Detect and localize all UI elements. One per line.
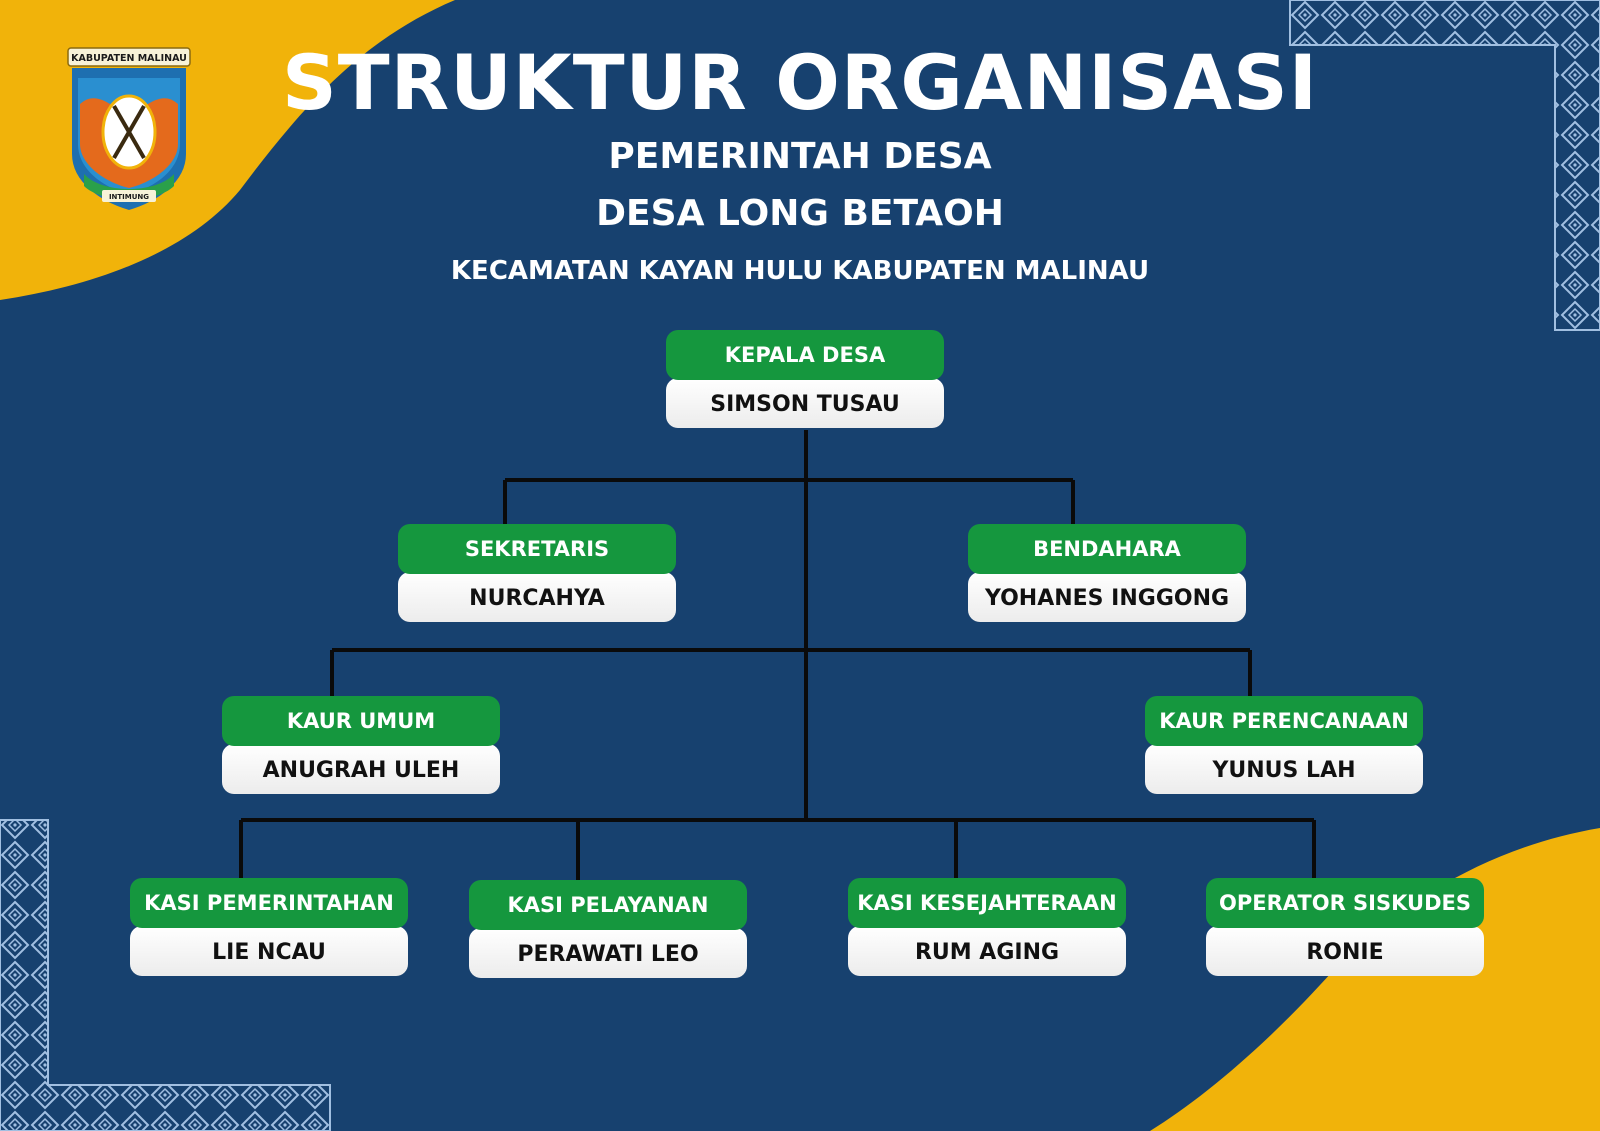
node-role: SEKRETARIS xyxy=(398,524,676,574)
node-kasi-pelayanan: KASI PELAYANAN PERAWATI LEO xyxy=(469,880,747,978)
subtitle-desa-name: DESA LONG BETAOH xyxy=(596,193,1004,234)
node-name: PERAWATI LEO xyxy=(469,928,747,978)
node-name: RUM AGING xyxy=(848,926,1126,976)
node-role: KAUR PERENCANAAN xyxy=(1145,696,1423,746)
node-name: YOHANES INGGONG xyxy=(968,572,1246,622)
node-name: LIE NCAU xyxy=(130,926,408,976)
logo-banner-text: KABUPATEN MALINAU xyxy=(71,53,187,64)
node-name: YUNUS LAH xyxy=(1145,744,1423,794)
node-name: ANUGRAH ULEH xyxy=(222,744,500,794)
node-name: RONIE xyxy=(1206,926,1484,976)
node-operator-siskudes: OPERATOR SISKUDES RONIE xyxy=(1206,878,1484,976)
subtitle-kecamatan: KECAMATAN KAYAN HULU KABUPATEN MALINAU xyxy=(450,256,1150,286)
node-role: KAUR UMUM xyxy=(222,696,500,746)
node-role: BENDAHARA xyxy=(968,524,1246,574)
logo-motto: INTIMUNG xyxy=(109,193,149,201)
node-role: OPERATOR SISKUDES xyxy=(1206,878,1484,928)
node-kasi-kesejahteraan: KASI KESEJAHTERAAN RUM AGING xyxy=(848,878,1126,976)
kabupaten-malinau-logo-icon: KABUPATEN MALINAU INTIMUNG xyxy=(67,47,191,214)
node-role: KASI PEMERINTAHAN xyxy=(130,878,408,928)
node-kaur-perencanaan: KAUR PERENCANAAN YUNUS LAH xyxy=(1145,696,1423,794)
ornament-bottom-left xyxy=(0,819,331,1131)
node-kasi-pemerintahan: KASI PEMERINTAHAN LIE NCAU xyxy=(130,878,408,976)
node-role: KASI PELAYANAN xyxy=(469,880,747,930)
node-role: KEPALA DESA xyxy=(666,330,944,380)
node-name: SIMSON TUSAU xyxy=(666,378,944,428)
node-kaur-umum: KAUR UMUM ANUGRAH ULEH xyxy=(222,696,500,794)
node-role: KASI KESEJAHTERAAN xyxy=(848,878,1126,928)
node-kepala-desa: KEPALA DESA SIMSON TUSAU xyxy=(666,330,944,428)
subtitle-pemerintah-desa: PEMERINTAH DESA xyxy=(608,136,992,177)
page-title: STRUKTUR ORGANISASI xyxy=(281,38,1319,127)
node-name: NURCAHYA xyxy=(398,572,676,622)
ornament-top-right xyxy=(1289,0,1600,331)
yellow-swoosh-bottom-right xyxy=(1150,828,1600,1131)
node-sekretaris: SEKRETARIS NURCAHYA xyxy=(398,524,676,622)
node-bendahara: BENDAHARA YOHANES INGGONG xyxy=(968,524,1246,622)
org-connectors xyxy=(239,430,1316,882)
